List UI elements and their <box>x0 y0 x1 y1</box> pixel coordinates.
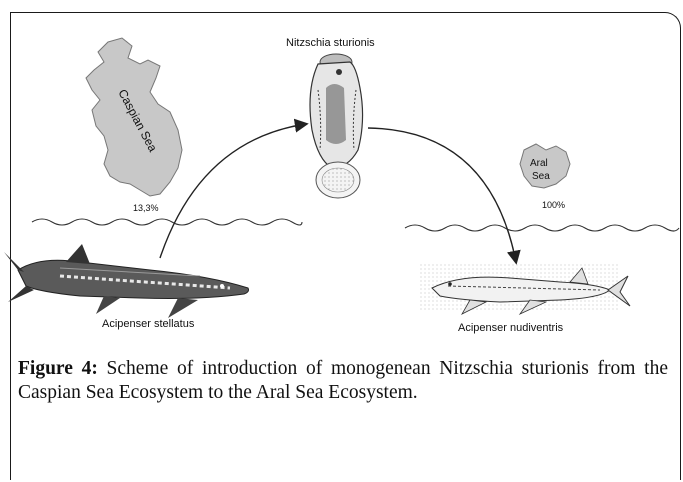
diagram: Caspian Sea 13,3% Aral Sea 100% Nitzschi… <box>0 0 683 350</box>
parasite-illustration <box>310 54 363 198</box>
left-water-line <box>32 219 302 225</box>
parasite-label: Nitzschia sturionis <box>286 37 375 49</box>
caspian-percent: 13,3% <box>133 203 159 213</box>
aral-sea-label-line1: Aral <box>530 158 548 169</box>
arrow-to-parasite <box>160 124 306 258</box>
acipenser-stellatus-label: Acipenser stellatus <box>102 318 195 330</box>
acipenser-nudiventris-label: Acipenser nudiventris <box>458 322 564 334</box>
aral-percent: 100% <box>542 200 565 210</box>
arrow-to-aral-fish <box>368 128 516 262</box>
acipenser-stellatus-illustration <box>4 244 249 318</box>
aral-sea-label-line2: Sea <box>532 171 550 182</box>
figure-number: Figure 4: <box>18 358 98 379</box>
caption-text: Scheme of introduction of monogenean Nit… <box>18 358 668 403</box>
right-water-line <box>405 225 679 231</box>
figure-caption: Figure 4: Scheme of introduction of mono… <box>18 357 668 405</box>
